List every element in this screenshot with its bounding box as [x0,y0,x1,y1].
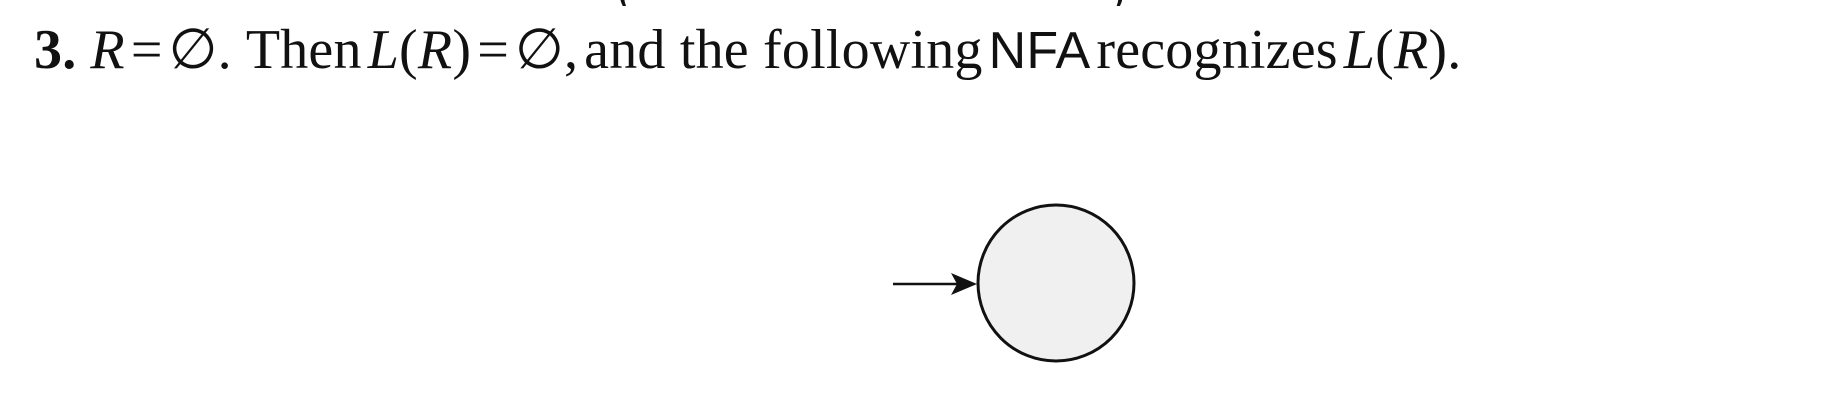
equals-sign: = [130,19,163,81]
rparen-2: ) [1428,19,1448,81]
word-then: Then [245,19,362,81]
empty-set: ∅ [168,19,218,81]
rparen: ) [452,19,472,81]
var-R-2: R [417,19,453,81]
lparen-2: ( [1375,19,1394,81]
previous-line-fragment: ( ) [590,0,1150,6]
var-L-2: L [1343,19,1376,81]
lparen: ( [399,19,418,81]
start-state [976,203,1136,363]
equals-sign-2: = [477,19,509,81]
word-recognizes: recognizes [1096,19,1338,81]
case-number: 3. [34,19,77,81]
period: . [217,19,232,81]
var-R-3: R [1393,19,1429,81]
empty-set-2: ∅ [514,19,564,81]
cut-paren-right: ) [1110,0,1125,6]
end-period: . [1447,19,1462,81]
cut-paren-left: ( [618,0,633,6]
var-L: L [367,19,400,81]
word-nfa: NFA [988,22,1091,80]
var-R: R [90,19,125,81]
comma: , [563,19,579,81]
phrase-and-the-following: and the following [584,19,983,81]
start-arrow-head [951,273,977,295]
